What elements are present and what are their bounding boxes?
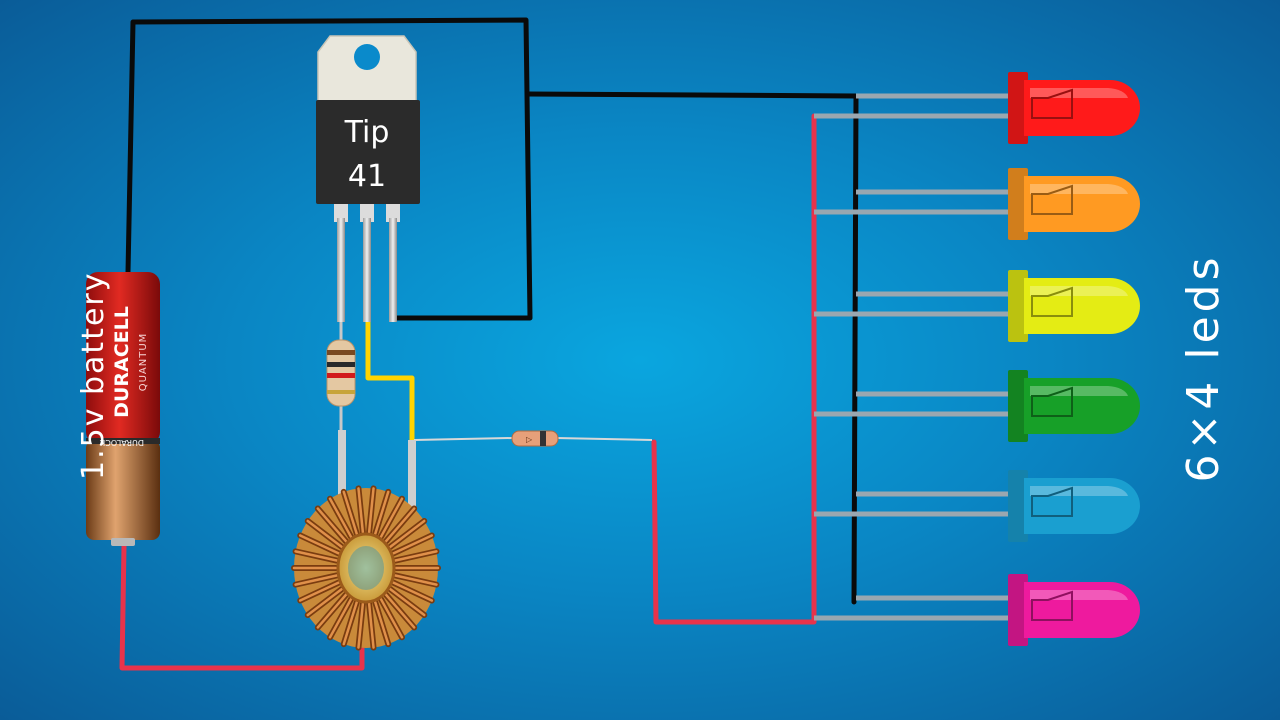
coil-turn-shine bbox=[394, 550, 438, 562]
led-anvil bbox=[1031, 286, 1073, 317]
led-highlight bbox=[1030, 386, 1128, 396]
coil-turn-shine bbox=[316, 507, 348, 543]
pin-emitter bbox=[389, 218, 397, 322]
led-flange bbox=[1008, 168, 1028, 240]
led-flange bbox=[1008, 574, 1028, 646]
coil-turn-shine bbox=[316, 593, 348, 629]
coil-turn-shine bbox=[394, 574, 438, 586]
transistor-tip41: Tip 41 bbox=[316, 35, 420, 322]
led-3 bbox=[1008, 270, 1140, 342]
led-body bbox=[1024, 176, 1140, 232]
led-5 bbox=[1008, 470, 1140, 542]
coil-turn-shine bbox=[389, 519, 426, 549]
transistor-pins bbox=[334, 204, 400, 322]
led-anvil bbox=[1031, 386, 1073, 417]
coil-turn-shine bbox=[294, 574, 338, 586]
led-body bbox=[1024, 378, 1140, 434]
battery-series: QUANTUM bbox=[138, 333, 149, 392]
led-6 bbox=[1008, 574, 1140, 646]
led-highlight bbox=[1030, 88, 1128, 98]
coil-turn-shine bbox=[392, 534, 434, 555]
coil-turn-shine bbox=[379, 597, 404, 639]
coil-turn-shine bbox=[357, 602, 365, 649]
pin-base bbox=[337, 218, 345, 322]
coil-turn-shine bbox=[384, 507, 416, 543]
battery-terminal bbox=[111, 538, 135, 546]
led-body bbox=[1024, 582, 1140, 638]
led-highlight bbox=[1030, 184, 1128, 194]
resistor bbox=[326, 322, 356, 436]
leds-label: 6×4 leds bbox=[1178, 253, 1229, 483]
black-wires bbox=[125, 17, 859, 605]
battery: DURACELL QUANTUM DURALOCK bbox=[86, 272, 160, 546]
red-wires bbox=[119, 113, 817, 671]
coil-turn-shine bbox=[328, 597, 353, 639]
battery-label: 1.5v battery bbox=[76, 271, 111, 481]
transistor-label-line1: Tip bbox=[344, 115, 390, 150]
battery-brand: DURACELL bbox=[111, 306, 133, 418]
led-flange bbox=[1008, 470, 1028, 542]
mounting-hole bbox=[354, 44, 380, 70]
battery-copper-top bbox=[86, 440, 160, 540]
yellow-wire-base-to-coil bbox=[365, 320, 415, 440]
coil-turn-shine bbox=[298, 534, 340, 555]
led-body bbox=[1024, 278, 1140, 334]
coil-turn-shine bbox=[374, 490, 390, 536]
led-body bbox=[1024, 80, 1140, 136]
led-leads bbox=[814, 93, 1008, 621]
diode-leads bbox=[413, 437, 653, 441]
coil-turn-shine bbox=[379, 497, 404, 539]
coil-turn-shine bbox=[342, 600, 358, 646]
coil-turn-shine bbox=[294, 550, 338, 562]
coil-turn-shine bbox=[367, 602, 375, 649]
red-wire-battery-to-coil bbox=[119, 543, 365, 671]
battery-red-body bbox=[86, 272, 160, 444]
coil-turn-shine bbox=[306, 587, 343, 617]
led-anvil bbox=[1031, 486, 1073, 517]
coil-turn-shine bbox=[306, 519, 343, 549]
led-flange bbox=[1008, 72, 1028, 144]
red-wire-diode-to-led-bus bbox=[651, 113, 817, 625]
coil-turn-shine bbox=[328, 497, 353, 539]
led-highlight bbox=[1030, 486, 1128, 496]
coil-turn-shine bbox=[357, 487, 365, 534]
transistor-label-line2: 41 bbox=[348, 159, 386, 194]
coil-turn-shine bbox=[392, 581, 434, 602]
led-flange bbox=[1008, 270, 1028, 342]
coil-turn-shine bbox=[389, 587, 426, 617]
toroid-coil bbox=[291, 430, 441, 651]
coil-turn-shine bbox=[367, 487, 375, 534]
coil-turn-shine bbox=[342, 490, 358, 536]
black-wire-to-led-bus bbox=[525, 91, 859, 605]
led-anvil bbox=[1031, 184, 1073, 215]
led-4 bbox=[1008, 370, 1140, 442]
black-wire-battery-to-top bbox=[125, 17, 533, 321]
led-1 bbox=[1008, 72, 1140, 144]
led-anvil bbox=[1031, 88, 1073, 119]
coil-turn-shine bbox=[374, 600, 390, 646]
led-highlight bbox=[1030, 286, 1128, 296]
pin-collector bbox=[363, 218, 371, 322]
battery-tag: DURALOCK bbox=[99, 438, 144, 447]
led-flange bbox=[1008, 370, 1028, 442]
led-body bbox=[1024, 478, 1140, 534]
coil-turn-shine bbox=[384, 593, 416, 629]
diode: ▷ bbox=[511, 430, 559, 447]
led-2 bbox=[1008, 168, 1140, 240]
coil-turn-shine bbox=[298, 581, 340, 602]
svg-text:▷: ▷ bbox=[526, 435, 533, 444]
coil-windings bbox=[291, 485, 441, 651]
led-anvil bbox=[1031, 590, 1073, 621]
led-array bbox=[1008, 72, 1140, 646]
led-highlight bbox=[1030, 590, 1128, 600]
transistor-body bbox=[316, 100, 420, 204]
